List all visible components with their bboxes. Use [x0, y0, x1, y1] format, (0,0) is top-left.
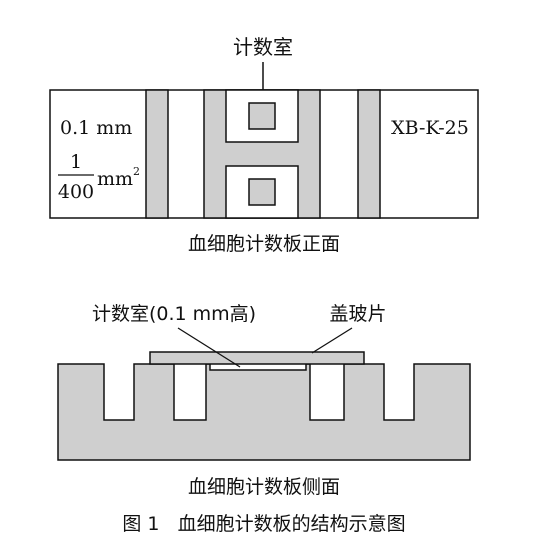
figure-caption: 图 1 血细胞计数板的结构示意图	[122, 513, 405, 535]
lower-counting-chamber	[248, 178, 276, 206]
side-caption: 血细胞计数板侧面	[188, 476, 340, 498]
chamber-height-label: 计数室(0.1 mm高)	[92, 303, 256, 325]
slide-body-profile	[57, 363, 471, 461]
upper-counting-chamber	[248, 102, 276, 130]
area-unit: mm	[97, 168, 133, 190]
front-caption: 血细胞计数板正面	[188, 233, 340, 255]
side-view: 计数室(0.1 mm高) 盖玻片 血细胞计数板侧面	[57, 303, 471, 498]
front-view: 计数室 0.1 mm 1 400 mm 2 XB-K-25 血细胞计数板正面	[49, 35, 479, 255]
model-label: XB-K-25	[391, 117, 469, 139]
area-denominator: 400	[58, 181, 94, 203]
chamber-leader-side	[177, 327, 241, 368]
area-numerator: 1	[70, 151, 82, 173]
coverslip	[149, 351, 365, 365]
right-bar	[357, 89, 381, 219]
left-bar	[145, 89, 169, 219]
coverslip-label: 盖玻片	[329, 303, 386, 325]
depth-label: 0.1 mm	[60, 117, 132, 139]
coverslip-leader	[311, 327, 353, 354]
area-exponent: 2	[133, 165, 140, 178]
counting-chamber-label-front: 计数室	[233, 35, 293, 59]
